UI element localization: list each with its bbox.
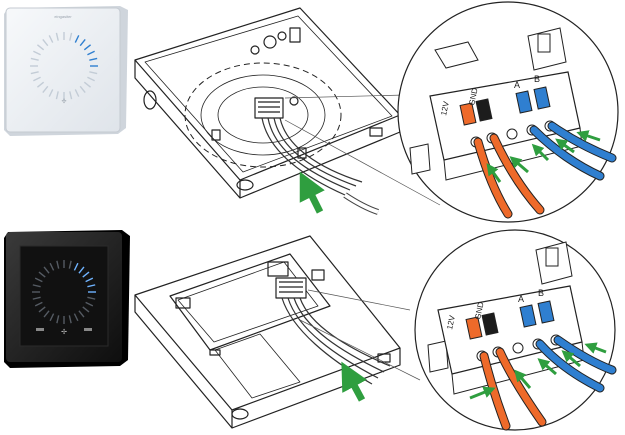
terminal-label-a: A [518, 294, 524, 304]
zoom-line [284, 119, 441, 206]
terminal-detail-bottom: 12V GND A B [414, 229, 617, 431]
black-thermostat-device: ✢ [4, 230, 130, 368]
dial-tick [49, 313, 55, 322]
dial-tick [87, 284, 96, 288]
dial-tick [79, 38, 86, 47]
dial-tick [48, 35, 54, 43]
dial-tick [89, 57, 98, 61]
dial-tick [34, 277, 43, 283]
dial-ring [30, 32, 98, 100]
terminal-label-a: A [514, 80, 520, 90]
dial-tick [56, 260, 60, 269]
dial-tick [48, 89, 54, 97]
terminal-detail-top: 12V GND A B [397, 1, 619, 223]
dial-tick [69, 91, 73, 100]
dial-tick [87, 296, 96, 300]
terminal-label-12v: 12V [439, 100, 451, 116]
dial-tick [87, 76, 95, 82]
dial-tick [68, 315, 72, 324]
dial-tick [38, 306, 46, 313]
zoom-line [307, 289, 411, 311]
dial-tick [32, 284, 41, 288]
dial-tick [55, 91, 59, 100]
dial-tick [69, 32, 73, 41]
dial-tick [56, 315, 60, 324]
dial-tick [32, 296, 41, 300]
terminal-label-gnd: GND [473, 301, 486, 320]
terminal-label-b: B [534, 74, 540, 84]
dial-tick [30, 57, 39, 61]
dial-tick [43, 266, 50, 274]
dial-tick [43, 310, 50, 318]
dial-tick [79, 85, 86, 94]
insertion-arrow [299, 171, 325, 214]
dial-tick [74, 35, 80, 43]
dial-tick [42, 85, 49, 94]
dial-tick [74, 89, 80, 97]
dial-tick [36, 81, 45, 88]
zoom-line [299, 319, 421, 381]
brand-label: eingasiter [54, 14, 72, 19]
dial-tick [87, 50, 95, 56]
dial-tick [36, 44, 45, 51]
housing-bottom [134, 235, 401, 429]
wire-bundle-top [261, 117, 379, 215]
dial-tick [42, 38, 49, 47]
zoom-line [284, 94, 406, 99]
terminal-label-gnd: GND [467, 87, 480, 106]
dial-tick [89, 71, 98, 75]
dial-tick [30, 71, 39, 75]
dial-tick [85, 277, 94, 283]
housing-top [134, 7, 401, 199]
dial-tick [83, 81, 92, 88]
dial-tick [33, 50, 41, 56]
dial-tick [78, 310, 85, 318]
dial-tick [55, 32, 59, 41]
dial-tick [82, 306, 90, 313]
dial-tick [49, 262, 55, 271]
white-thermostat-device: eingasiter ✢ [4, 6, 128, 136]
dial-tick [68, 260, 72, 269]
dial-tick [85, 301, 94, 307]
dial-tick [82, 271, 90, 278]
dial-tick [73, 262, 79, 271]
dial-tick [78, 266, 85, 274]
dial-tick [38, 271, 46, 278]
dial-tick [33, 76, 41, 82]
terminal-label-12v: 12V [445, 314, 457, 330]
terminal-label-b: B [538, 288, 544, 298]
fan-icon: ✢ [61, 98, 66, 105]
fan-icon: ✢ [61, 328, 67, 336]
dial-ring [32, 260, 96, 324]
dial-tick [83, 44, 92, 51]
dial-tick [73, 313, 79, 322]
dial-tick [34, 301, 43, 307]
insertion-arrow [341, 361, 367, 402]
